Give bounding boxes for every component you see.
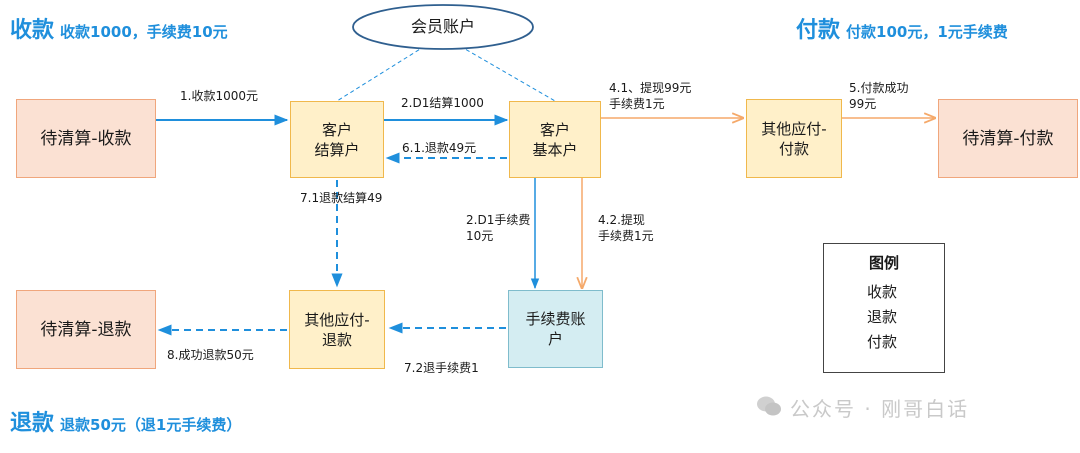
wechat-icon <box>757 396 781 416</box>
edge-label-71: 7.1退款结算49 <box>300 191 383 205</box>
node-pending-pay: 待清算-付款 <box>938 99 1078 178</box>
node-other-payable-refund-label: 其他应付- 退款 <box>304 310 370 349</box>
node-fee-account: 手续费账 户 <box>508 290 603 368</box>
headline-refund: 退款 退款50元（退1元手续费） <box>10 405 241 437</box>
headline-pay-title: 付款 <box>796 18 841 43</box>
node-pending-collect-label: 待清算-收款 <box>40 128 132 149</box>
node-other-payable-refund: 其他应付- 退款 <box>289 290 385 369</box>
node-member-account-label: 会员账户 <box>410 17 475 36</box>
headline-collect-subtitle: 收款1000，手续费10元 <box>60 23 228 41</box>
member-link-right <box>459 45 556 102</box>
node-fee-account-label: 手续费账 户 <box>525 310 586 348</box>
headline-collect-title: 收款 <box>10 18 55 43</box>
node-customer-basic-label: 客户 基本户 <box>532 120 578 159</box>
edge-label-72: 7.2退手续费1 <box>404 361 479 375</box>
node-other-payable-pay: 其他应付- 付款 <box>746 99 842 178</box>
node-pending-pay-label: 待清算-付款 <box>962 128 1054 149</box>
legend-item-collect: 收款 <box>867 283 898 301</box>
edge-label-61: 6.1.退款49元 <box>402 141 477 155</box>
node-pending-refund: 待清算-退款 <box>16 290 156 369</box>
edge-label-8: 8.成功退款50元 <box>167 348 254 362</box>
watermark-text: 公众号 · 刚哥白话 <box>790 397 970 421</box>
member-account-ellipse <box>352 4 534 50</box>
headline-collect: 收款 收款1000，手续费10元 <box>10 12 228 44</box>
legend-item-pay: 付款 <box>867 333 898 351</box>
legend-item-refund: 退款 <box>867 308 898 326</box>
node-pending-collect: 待清算-收款 <box>16 99 156 178</box>
node-customer-settlement: 客户 结算户 <box>290 101 384 178</box>
headline-refund-subtitle: 退款50元（退1元手续费） <box>60 416 242 434</box>
edge-label-2-fee: 2.D1手续费 10元 <box>466 213 531 243</box>
legend: 图例 收款 退款 付款 <box>823 243 945 373</box>
edge-label-1: 1.收款1000元 <box>180 89 258 103</box>
edge-label-5: 5.付款成功 99元 <box>849 81 909 111</box>
headline-refund-title: 退款 <box>10 411 55 436</box>
headline-pay: 付款 付款100元，1元手续费 <box>796 12 1008 44</box>
node-other-payable-pay-label: 其他应付- 付款 <box>761 119 827 158</box>
legend-title: 图例 <box>868 254 899 272</box>
member-link-left <box>336 45 426 102</box>
node-customer-settlement-label: 客户 结算户 <box>314 120 360 159</box>
edge-label-2: 2.D1结算1000 <box>401 96 484 110</box>
headline-pay-subtitle: 付款100元，1元手续费 <box>846 23 1008 41</box>
node-pending-refund-label: 待清算-退款 <box>40 319 132 340</box>
edge-label-42: 4.2.提现 手续费1元 <box>598 213 654 243</box>
node-customer-basic: 客户 基本户 <box>509 101 601 178</box>
node-member-account: 会员账户 <box>353 5 533 49</box>
edge-label-41: 4.1、提现99元 手续费1元 <box>609 81 692 111</box>
